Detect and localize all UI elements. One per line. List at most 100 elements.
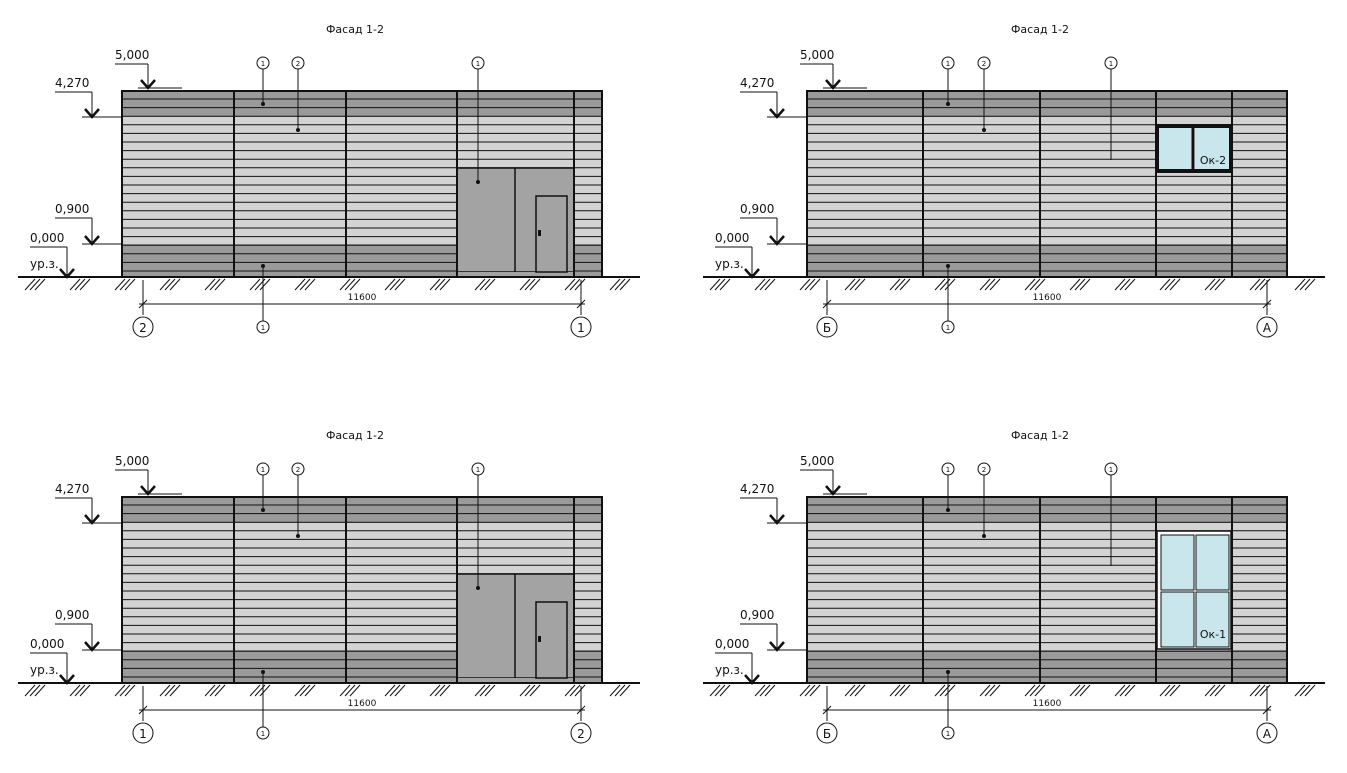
callout-label: 1 [1109, 60, 1113, 68]
ground-hatch [1214, 278, 1226, 291]
dimension-tick [822, 299, 832, 309]
ground-hatch [1169, 278, 1181, 291]
ground-hatch [1164, 684, 1176, 697]
callout-bubble [977, 56, 991, 70]
callout-bubble [256, 462, 270, 476]
ground-hatch [754, 684, 766, 697]
ground-hatch [299, 278, 311, 291]
ground-hatch [259, 278, 271, 291]
ground-hatch [719, 278, 731, 291]
ground-hatch [894, 278, 906, 291]
ground-hatch [764, 684, 776, 697]
ground-hatch [984, 684, 996, 697]
ground-hatch [79, 278, 91, 291]
leader-dot [982, 128, 986, 132]
callout-label: 1 [1109, 466, 1113, 474]
ground-hatch [1209, 684, 1221, 697]
ground-hatch [1029, 684, 1041, 697]
ground-hatch [759, 278, 771, 291]
axis-label: 2 [577, 727, 585, 741]
door [535, 195, 568, 273]
callout-bubble [291, 462, 305, 476]
facade-title: Фасад 1-2 [326, 429, 384, 442]
ground-hatch [1034, 684, 1046, 697]
ground-hatch [1029, 278, 1041, 291]
axis-label: А [1263, 321, 1272, 335]
upper-band [122, 90, 602, 117]
ground-hatch [479, 684, 491, 697]
ground-hatch [429, 684, 441, 697]
ground-hatch [119, 684, 131, 697]
callout-label: 1 [946, 730, 950, 738]
ground-hatch [1159, 278, 1171, 291]
ground-hatch [1114, 278, 1126, 291]
leader-dot [296, 534, 300, 538]
ground-hatch [709, 278, 721, 291]
dimension-tick [822, 705, 832, 715]
ground-hatch [159, 684, 171, 697]
ground-hatch [434, 278, 446, 291]
ground-hatch [1034, 278, 1046, 291]
facade-title: Фасад 1-2 [1011, 429, 1069, 442]
dimension-tick [138, 299, 148, 309]
leader-dot [946, 508, 950, 512]
facade-2: Фасад 1-2Ок-25,0004,2700,9000,000ур.з.11… [703, 23, 1325, 338]
ground-hatch [1204, 684, 1216, 697]
ground-hatch [119, 278, 131, 291]
gate-threshold [457, 272, 574, 277]
ground-hatch [854, 278, 866, 291]
ground-hatch [204, 278, 216, 291]
ground-hatch [344, 684, 356, 697]
level-mark-label: 4,270 [55, 482, 89, 496]
ground-hatch [389, 278, 401, 291]
ground-hatch [609, 684, 621, 697]
leader-dot [946, 264, 950, 268]
callout-label: 2 [296, 60, 300, 68]
callout-bubble [291, 56, 305, 70]
ground-hatch [69, 278, 81, 291]
ground-hatch [1259, 278, 1271, 291]
level-mark-label: 0,900 [55, 608, 89, 622]
ground-hatch [474, 684, 486, 697]
axis-label: Б [823, 321, 831, 335]
upper-band [807, 496, 1287, 523]
ground-hatch [529, 684, 541, 697]
ground-hatch [799, 684, 811, 697]
window-pane [1195, 128, 1229, 169]
dimension-tick [1262, 299, 1272, 309]
ground-hatch [159, 278, 171, 291]
facade-3: Фасад 1-25,0004,2700,9000,000ур.з.116001… [18, 429, 640, 744]
facade-1: Фасад 1-25,0004,2700,9000,000ур.з.116002… [18, 23, 640, 338]
ground-hatch [439, 278, 451, 291]
ground-hatch [169, 278, 181, 291]
axis-bubble [1256, 722, 1278, 744]
ground-hatch [1214, 684, 1226, 697]
ground-hatch [259, 684, 271, 697]
ground-hatch [934, 684, 946, 697]
callout-bubble [941, 56, 955, 70]
axis-label: 2 [139, 321, 147, 335]
ground-hatch [69, 684, 81, 697]
ground-hatch [934, 278, 946, 291]
dimension-value: 11600 [1033, 293, 1062, 303]
ground-hatch [114, 684, 126, 697]
ground-hatch [214, 278, 226, 291]
callout-label: 1 [261, 730, 265, 738]
ground-hatch [519, 278, 531, 291]
callout-label: 2 [982, 466, 986, 474]
ground-hatch [29, 684, 41, 697]
dimension-tick [138, 705, 148, 715]
level-mark-label: 5,000 [800, 48, 834, 62]
level-mark-label: 5,000 [115, 48, 149, 62]
ground-hatch [1294, 278, 1306, 291]
leader-dot [261, 264, 265, 268]
callout-label: 1 [261, 60, 265, 68]
ground-hatch [1169, 684, 1181, 697]
callout-label: 2 [296, 466, 300, 474]
ground-hatch [979, 684, 991, 697]
callout-label: 1 [946, 466, 950, 474]
dimension-tick [576, 705, 586, 715]
ground-hatch [434, 684, 446, 697]
ground-hatch [79, 684, 91, 697]
ground-hatch [1249, 684, 1261, 697]
